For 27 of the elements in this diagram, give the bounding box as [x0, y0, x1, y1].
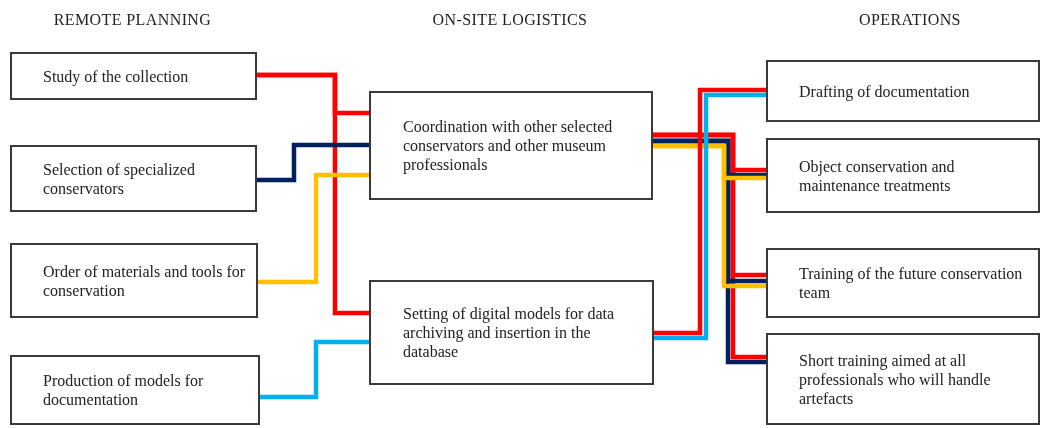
connector-line	[257, 72, 369, 316]
box-text: Coordination with other selected conservators and other museum professionals	[403, 117, 614, 174]
process-box	[10, 52, 257, 100]
process-box	[10, 243, 258, 318]
process-box	[766, 138, 1040, 213]
column-heading: REMOTE PLANNING	[52, 10, 213, 30]
process-box	[369, 280, 654, 385]
box-text: Object conservation and maintenance treatments	[799, 156, 956, 195]
box-text: Drafting of documentation	[799, 81, 971, 101]
process-box	[766, 248, 1040, 318]
process-box	[766, 60, 1040, 122]
box-text: Training of the future conservation team	[799, 264, 1024, 302]
box-text: Setting of digital models for data archiving and insertion in the database	[403, 304, 616, 361]
column-heading: OPERATIONS	[858, 10, 962, 30]
process-box	[10, 145, 257, 212]
connector-line	[258, 172, 369, 285]
box-text: Production of models for documentation	[43, 371, 205, 409]
box-text: Short training aimed at all professionals who will handle artefacts	[799, 350, 992, 408]
process-box	[369, 91, 653, 200]
process-box	[10, 355, 260, 425]
process-box	[766, 333, 1040, 425]
connector-line	[257, 142, 369, 183]
box-text: Selection of specialized conservators	[43, 159, 196, 198]
box-text: Study of the collection	[43, 66, 190, 86]
connector-line	[260, 339, 369, 400]
column-heading: ON-SITE LOGISTICS	[431, 10, 589, 30]
box-text: Order of materials and tools for conservation	[43, 261, 247, 300]
